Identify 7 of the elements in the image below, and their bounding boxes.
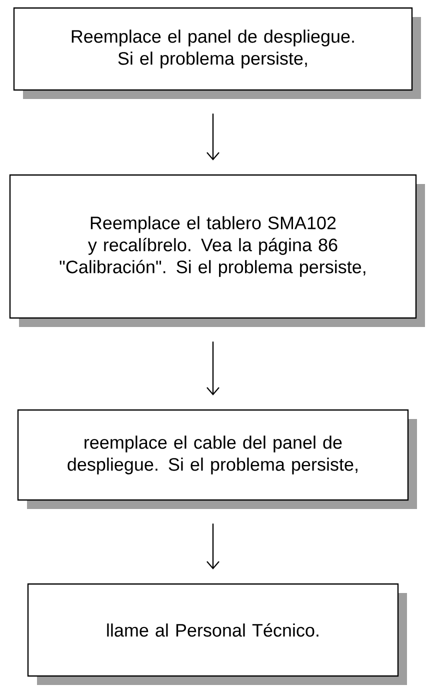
arrow [206,342,220,396]
process-box: Reemplace el panel de despliegue. Si el problema persiste, [13,7,421,99]
arrow [206,524,220,570]
process-box: reemplace el cable del panel de despliegue. Si el problema persiste, [17,409,417,509]
process-box: llame al Personal Técnico. [27,583,407,685]
process-box: Reemplace el tablero SMA102 y recalíbrelo. Vea la página 86 "Calibración". Si el problema persiste, [9,174,425,327]
arrow [206,114,220,160]
